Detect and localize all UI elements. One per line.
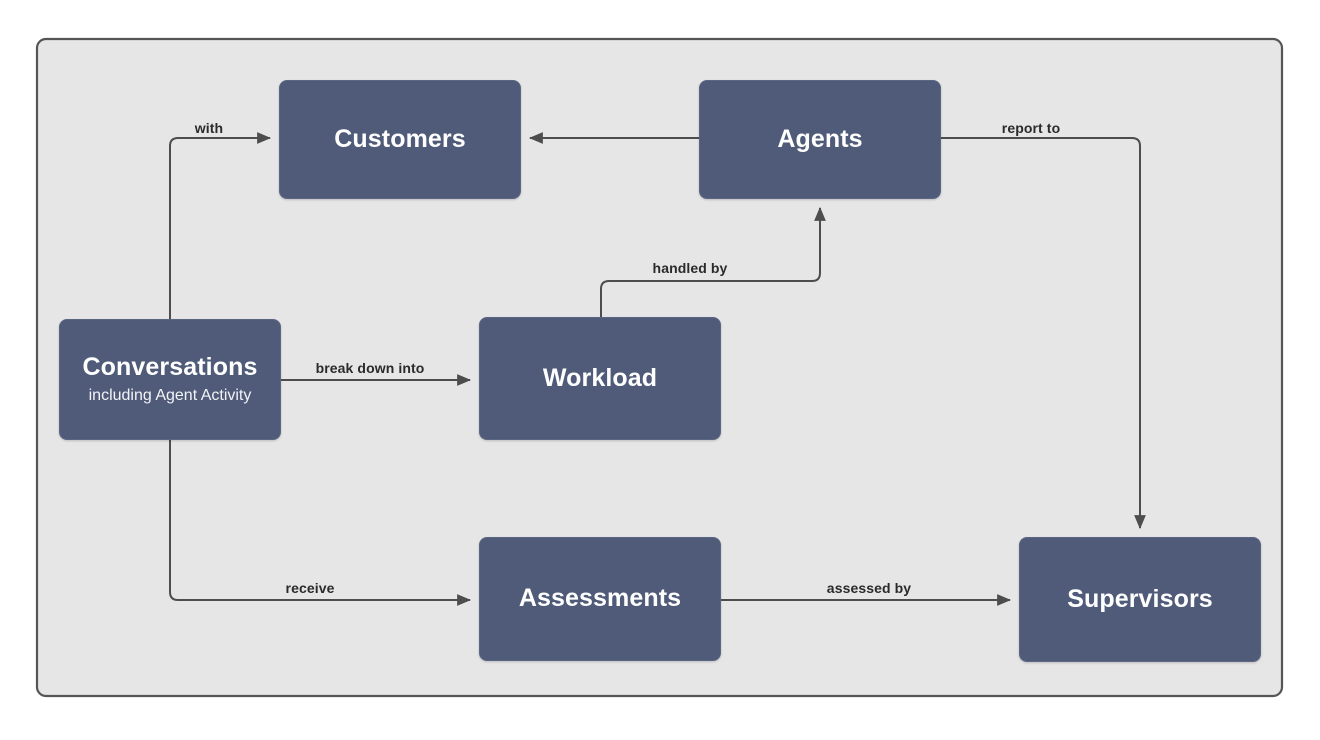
edge-conversations-receive-assessments	[169, 440, 472, 606]
edge-label-with: with	[194, 120, 224, 136]
edge-conversations-with-customers	[169, 132, 272, 319]
edge-label-handled-by: handled by	[652, 260, 728, 276]
node-workload-title: Workload	[542, 363, 658, 392]
edge-label-break-down-into: break down into	[315, 360, 425, 376]
edge-label-receive: receive	[285, 580, 335, 596]
node-agents[interactable]: Agents	[699, 80, 941, 199]
edge-label-report-to: report to	[1001, 120, 1061, 136]
node-assessments-title: Assessments	[518, 584, 682, 613]
edge-workload-handled-by-agents	[600, 206, 826, 317]
node-customers[interactable]: Customers	[279, 80, 521, 199]
node-customers-title: Customers	[334, 124, 466, 153]
node-supervisors[interactable]: Supervisors	[1019, 537, 1261, 662]
edge-agents-report-to-supervisors	[941, 137, 1146, 530]
node-assessments[interactable]: Assessments	[479, 537, 721, 661]
node-conversations-subtitle: including Agent Activity	[88, 387, 252, 405]
node-conversations[interactable]: Conversations including Agent Activity	[59, 319, 281, 440]
edge-label-assessed-by: assessed by	[826, 580, 912, 596]
node-supervisors-title: Supervisors	[1067, 584, 1213, 613]
node-agents-title: Agents	[777, 124, 863, 153]
node-conversations-title: Conversations	[82, 352, 258, 381]
node-workload[interactable]: Workload	[479, 317, 721, 440]
